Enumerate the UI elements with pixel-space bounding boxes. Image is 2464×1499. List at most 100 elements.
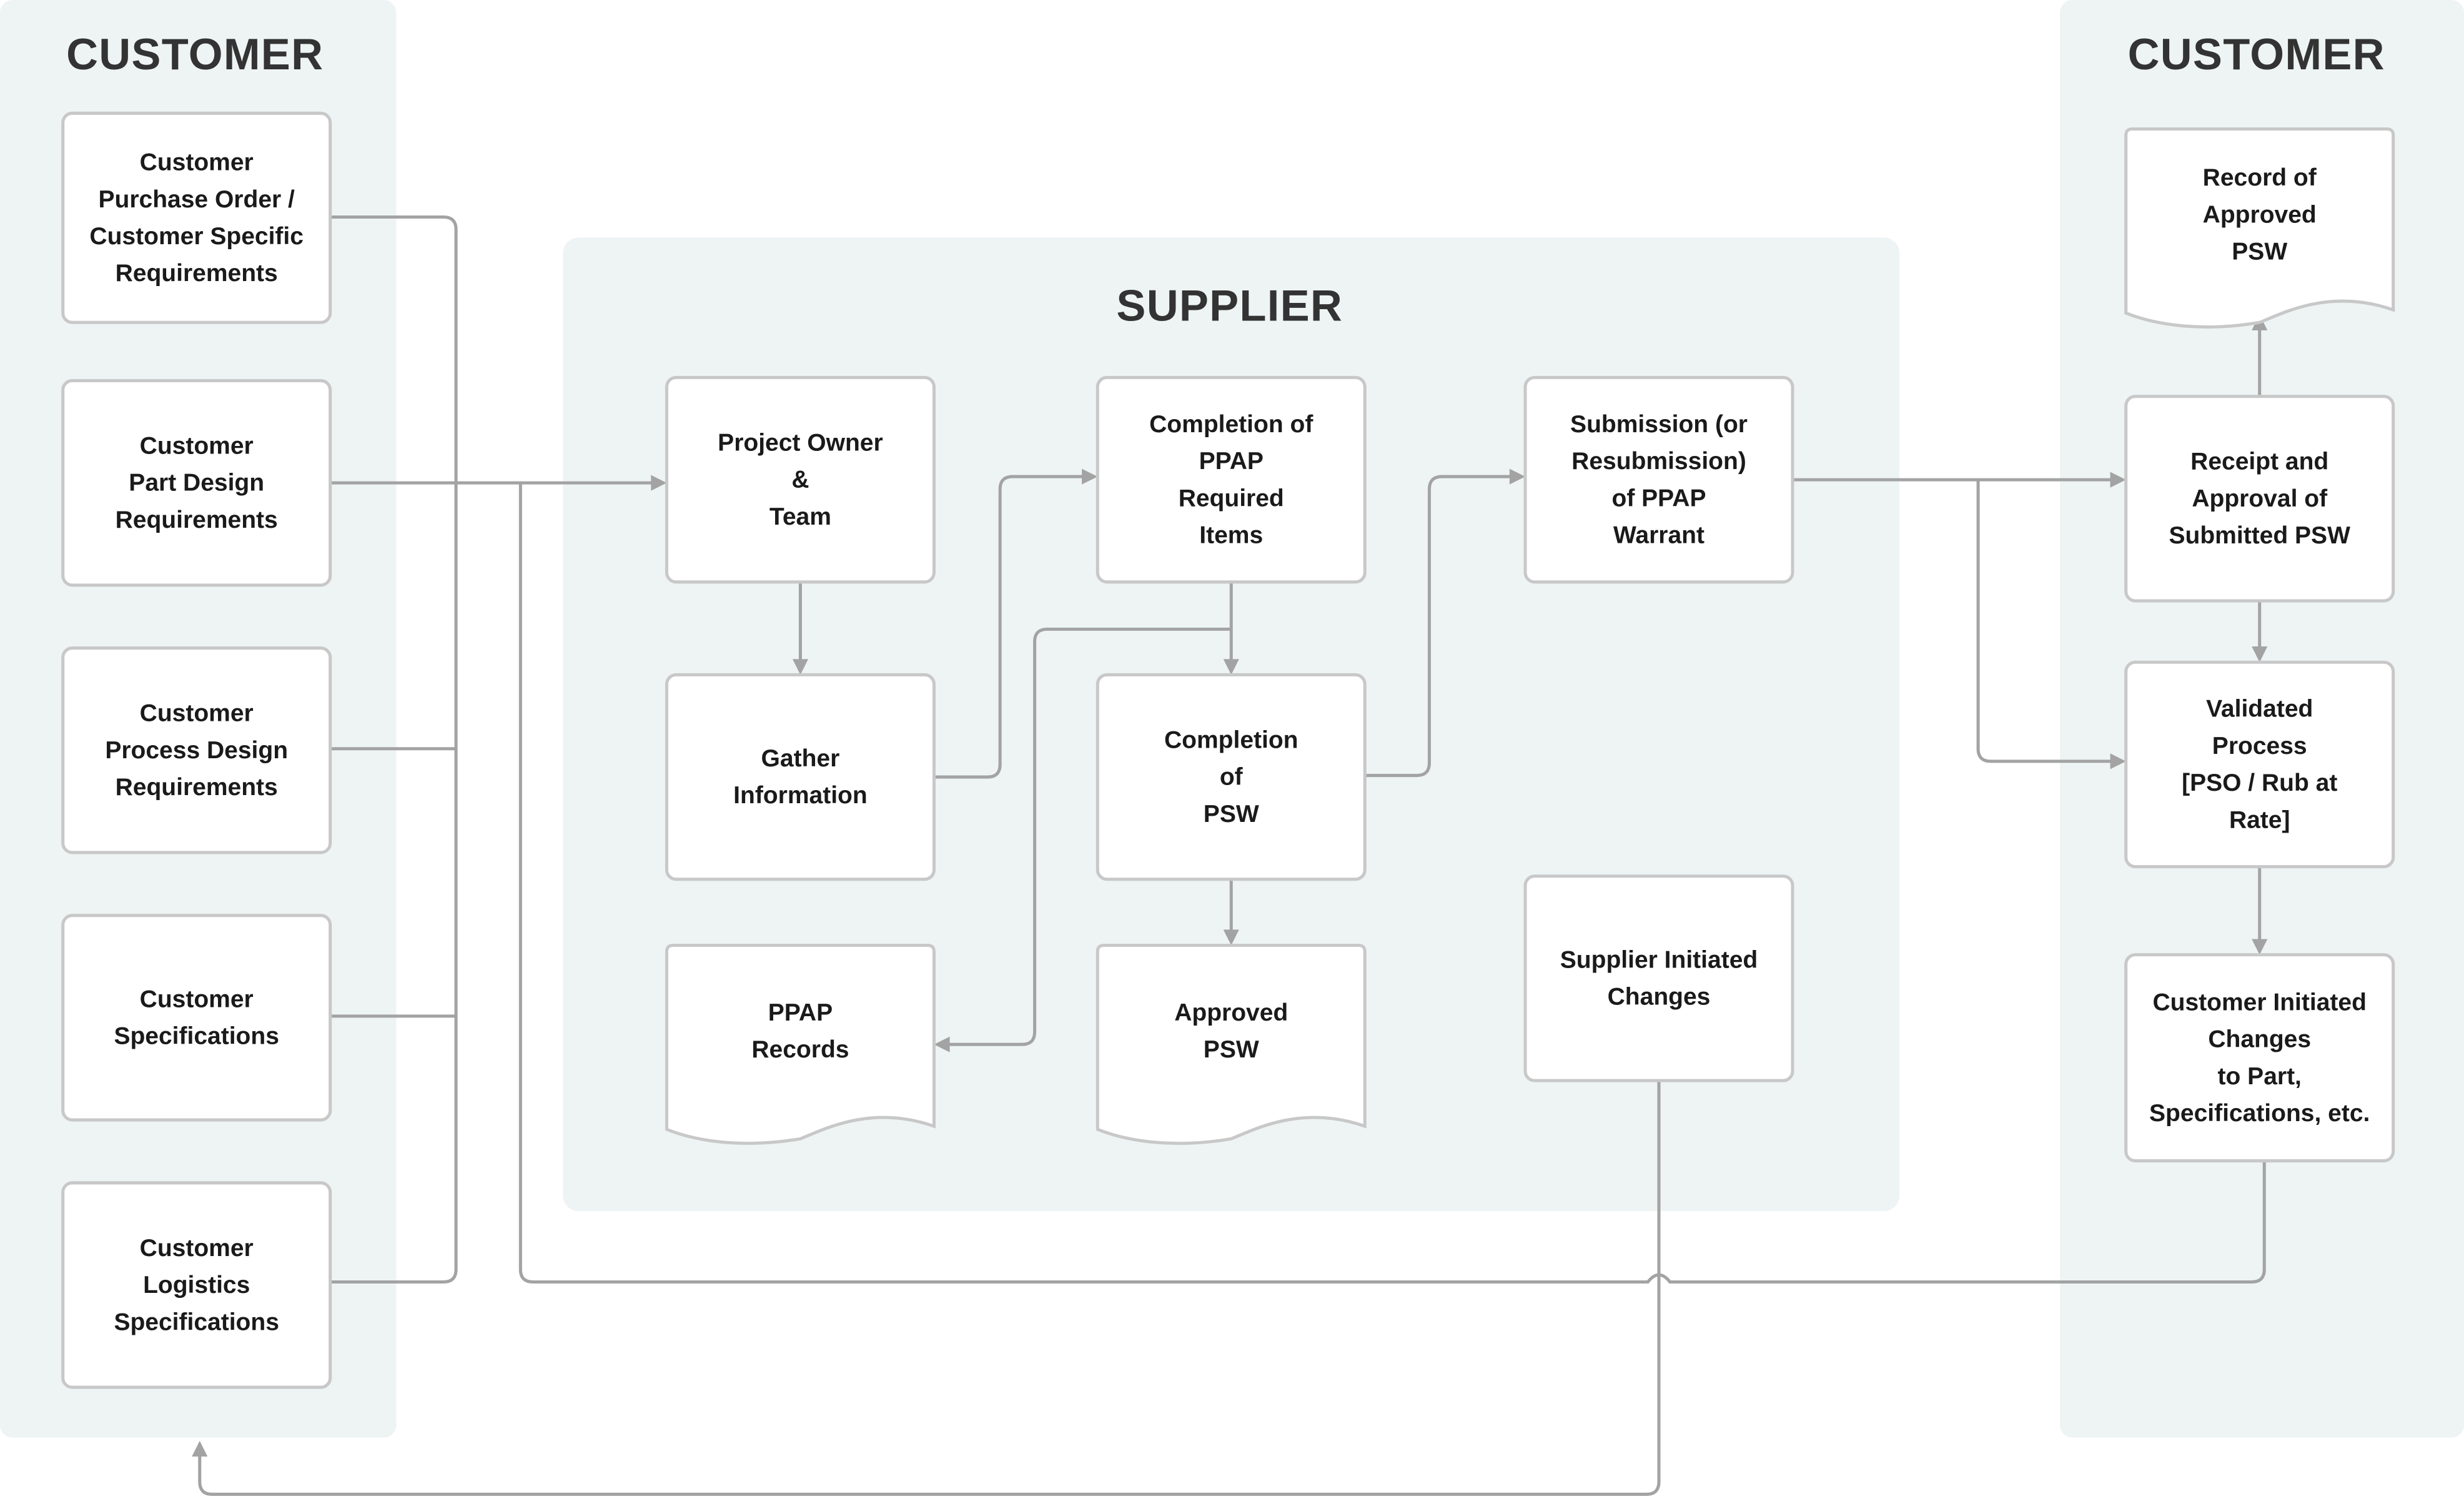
node-label-line: Changes (2208, 1026, 2311, 1053)
node-label-line: PPAP (768, 999, 833, 1026)
process-box (2124, 395, 2395, 603)
node-label-line: Changes (1608, 984, 1711, 1011)
process-box (2124, 660, 2395, 869)
node-label-line: Supplier Initiated (1560, 946, 1758, 973)
node-label-line: Customer Specific (89, 223, 304, 250)
connector-psw-to-submission (1365, 475, 1513, 778)
process-box (1096, 375, 1367, 584)
arrowhead (2252, 939, 2268, 955)
node-label-line: Information (733, 782, 868, 809)
node-label-line: PSW (1204, 801, 1259, 828)
document-shape (2124, 127, 2395, 329)
process-box (1523, 375, 1794, 584)
arrowhead (2110, 753, 2126, 769)
process-box (1523, 874, 1794, 1082)
customer-left-title: CUSTOMER (66, 29, 324, 79)
node-label-line: Part Design (129, 470, 264, 497)
arrowhead (192, 1440, 208, 1457)
node-label-line: PPAP (1199, 448, 1264, 475)
connector-submission-to-validated (1976, 480, 2114, 763)
node-label-line: to Part, (2218, 1063, 2302, 1090)
node-label-line: of (1220, 764, 1244, 791)
arrowhead (792, 659, 809, 675)
node-label-line: Requirements (116, 507, 278, 533)
customer-right-title: CUSTOMER (2128, 29, 2385, 79)
process-box (61, 378, 332, 587)
node-label-line: Customer (140, 433, 254, 460)
node-label-line: of PPAP (1612, 485, 1706, 512)
node-label-line: Rate] (2229, 806, 2290, 833)
process-box (665, 673, 936, 881)
node-label-line: Records (751, 1036, 849, 1063)
node-label-line: Process (2212, 733, 2307, 759)
node-label-line: Team (769, 503, 831, 530)
node-label-line: Completion of (1149, 411, 1314, 438)
arrowhead (1223, 929, 1239, 946)
process-box (2124, 953, 2395, 1163)
connectors (192, 215, 2268, 1496)
connector-to-ppap-records (946, 627, 1232, 1046)
document-shape (665, 944, 936, 1145)
node-label-line: Submission (or (1570, 411, 1748, 438)
process-box (1096, 673, 1367, 881)
node-label-line: Requirements (116, 774, 278, 801)
node-label-line: & (791, 467, 809, 493)
node-label-line: Warrant (1613, 522, 1705, 548)
process-box (61, 1181, 332, 1389)
node-label-line: Specifications, etc. (2149, 1100, 2370, 1127)
node-label-line: Required (1179, 485, 1284, 512)
node-label-line: Completion (1164, 726, 1299, 753)
node-label-line: Purchase Order / (99, 186, 295, 213)
node-ppap-records: PPAP Records (665, 944, 936, 1145)
node-label-line: Gather (761, 745, 840, 772)
node-label-line: Customer (140, 149, 254, 176)
node-label-line: Customer (140, 700, 254, 727)
node-label-line: Validated (2206, 696, 2313, 723)
arrowhead (1223, 659, 1239, 675)
arrowhead (1509, 468, 1526, 485)
node-label-line: Approved (1174, 999, 1288, 1026)
arrowhead (2252, 646, 2268, 663)
node-project-owner: Project Owner & Team (665, 375, 936, 584)
node-label-line: Resubmission) (1571, 448, 1746, 475)
node-label-line: Requirements (116, 260, 278, 287)
node-label-line: Customer (140, 1235, 254, 1262)
arrowhead (934, 1036, 950, 1052)
node-label-line: Project Owner (718, 430, 883, 457)
node-label-line: [PSO / Rub at (2182, 769, 2337, 796)
supplier-title: SUPPLIER (1116, 281, 1343, 330)
node-label-line: PSW (2232, 239, 2287, 265)
process-box (61, 914, 332, 1122)
arrowhead (651, 475, 667, 491)
process-box (61, 646, 332, 854)
process-box (665, 375, 936, 584)
connector-gather-to-completion-ppap (934, 475, 1086, 779)
node-label-line: PSW (1204, 1036, 1259, 1063)
connector-supplier-changes-to-customer (198, 1081, 1661, 1496)
node-label-line: Specifications (114, 1309, 279, 1335)
node-label-line: Customer Initiated (2152, 989, 2366, 1016)
node-label-line: Submitted PSW (2169, 522, 2351, 549)
node-label-line: Record of (2203, 164, 2317, 191)
document-shape (1096, 944, 1367, 1145)
node-label-line: Receipt and (2190, 448, 2328, 475)
node-label-line: Logistics (143, 1272, 250, 1299)
node-label-line: Customer (140, 986, 254, 1012)
arrowhead (1082, 468, 1098, 485)
node-label-line: Approval of (2192, 485, 2328, 512)
node-label-line: Specifications (114, 1023, 279, 1050)
process-box (61, 111, 332, 324)
